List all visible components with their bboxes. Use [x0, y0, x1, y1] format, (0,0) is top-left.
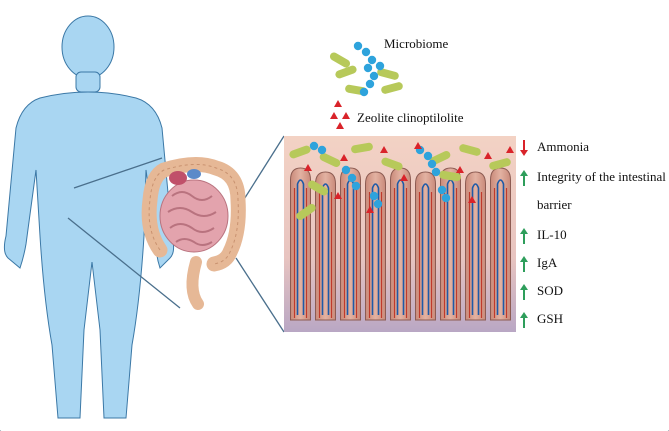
bacterium-coccus: [365, 79, 375, 89]
bacterium-coccus: [427, 159, 437, 169]
zeolite-particle: [468, 196, 476, 203]
bacterium-rod: [329, 52, 351, 68]
zeolite-particle: [484, 152, 492, 159]
arrow-up-head: [520, 312, 528, 318]
bacterium-rod: [439, 170, 461, 182]
bacterium-rod: [377, 68, 399, 80]
zeolite-particle: [304, 164, 312, 171]
bacterium-rod: [335, 65, 357, 79]
effect-label: IL-10: [537, 227, 567, 242]
bacterium-coccus: [341, 165, 351, 175]
zeolite-particle: [334, 192, 342, 199]
zeolite-particle: [456, 166, 464, 173]
villus: [390, 167, 411, 321]
connector-lines: [67, 135, 285, 333]
effect-arrows: [520, 140, 528, 328]
bacterium-coccus: [353, 41, 363, 51]
effect-label: Integrity of the intestinal: [537, 169, 666, 184]
villus-capillary: [343, 188, 358, 318]
bacterium-rod: [381, 82, 403, 94]
bacterium-coccus: [309, 141, 319, 151]
bacterium-coccus: [431, 167, 441, 177]
bacterium-coccus: [375, 61, 385, 71]
zeolite-particle: [414, 142, 422, 149]
human-silhouette-icon: [3, 15, 175, 419]
villus-vessel: [371, 183, 380, 315]
bacterium-coccus: [351, 181, 361, 191]
villus: [315, 171, 336, 321]
zeolite-particle: [342, 112, 350, 119]
bacterium-coccus: [423, 151, 433, 161]
arrow-down-head: [520, 150, 528, 156]
villus-capillary: [443, 188, 458, 318]
bacterium-coccus: [369, 191, 379, 201]
villus: [340, 167, 361, 321]
bacterium-coccus: [441, 193, 451, 203]
microbiome-cluster-icon: [329, 41, 403, 97]
effect-label: IgA: [537, 255, 558, 270]
effect-label: GSH: [537, 311, 564, 326]
zeolite-particle: [330, 112, 338, 119]
villus: [415, 171, 436, 321]
bacterium-coccus: [347, 173, 357, 183]
bacterium-rod: [489, 158, 511, 170]
arrow-up-head: [520, 256, 528, 262]
zeolite-particle: [334, 100, 342, 107]
zeolite-label: Zeolite clinoptilolite: [357, 110, 464, 125]
villus-vessel: [496, 179, 505, 315]
villus-capillary: [393, 188, 408, 318]
bacterium-coccus: [361, 47, 371, 57]
bacterium-coccus: [363, 63, 373, 73]
effect-label: SOD: [537, 283, 564, 298]
villus-vessel: [421, 183, 430, 315]
bacterium-rod: [319, 153, 341, 167]
bacterium-rod: [351, 142, 373, 154]
bacterium-rod: [296, 203, 316, 221]
zeolite-particle: [506, 146, 514, 153]
bacterium-coccus: [437, 185, 447, 195]
zeolite-particle: [340, 154, 348, 161]
microbiome-label: Microbiome: [384, 36, 449, 51]
bacterium-rod: [459, 144, 481, 156]
bacterium-rod: [307, 180, 329, 196]
villus: [465, 171, 486, 321]
intestinal-villi-icon: [284, 136, 516, 332]
villus: [290, 167, 311, 321]
villus-capillary: [468, 192, 483, 318]
intestine-icon: [141, 157, 246, 310]
villus-vessel: [296, 179, 305, 315]
bacterium-coccus: [373, 199, 383, 209]
zeolite-particle: [380, 146, 388, 153]
zeolite-particles-icon: [330, 100, 350, 129]
villus-vessel: [471, 183, 480, 315]
bacterium-coccus: [367, 55, 377, 65]
bacterium-coccus: [359, 87, 369, 97]
bacterium-coccus: [317, 145, 327, 155]
arrow-up-head: [520, 284, 528, 290]
zeolite-particle: [336, 122, 344, 129]
villus-capillary: [493, 188, 508, 318]
arrow-up-head: [520, 228, 528, 234]
villus-capillary: [318, 192, 333, 318]
effect-label: Ammonia: [537, 139, 589, 154]
zeolite-particle: [366, 206, 374, 213]
villus-capillary: [418, 192, 433, 318]
villus: [490, 167, 511, 321]
zeolite-particle: [400, 174, 408, 181]
bacterium-rod: [289, 145, 311, 159]
effect-label: barrier: [537, 197, 572, 212]
arrow-up-head: [520, 170, 528, 176]
bacterium-rod: [381, 157, 403, 171]
villus-vessel: [396, 179, 405, 315]
bacterium-coccus: [369, 71, 379, 81]
